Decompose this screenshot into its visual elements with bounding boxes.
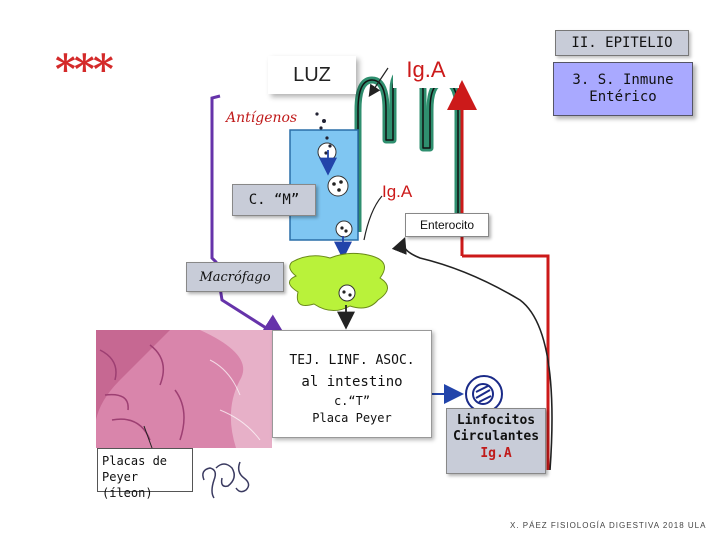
footer-credit: X. PÁEZ FISIOLOGÍA DIGESTIVA 2018 ULA: [510, 521, 707, 530]
histology-micrograph: [96, 330, 272, 449]
placas-line-2: Peyer (íleon): [102, 470, 153, 501]
linf-line-3: Ig.A: [480, 445, 512, 461]
circulating-lymphocytes-box: Linfocitos Circulantes Ig.A: [446, 408, 546, 474]
m-cell-label: C. “M”: [232, 184, 316, 216]
placas-line-1: Placas de: [102, 454, 168, 468]
linf-line-1: Linfocitos: [456, 413, 536, 428]
peyer-patch-sketch: [202, 461, 250, 499]
enterocyte-label: Enterocito: [405, 213, 489, 237]
epithelium-heading: II. EPITELIO: [555, 30, 689, 56]
galt-line-2: al intestino: [301, 374, 403, 390]
peyer-patches-caption: Placas de Peyer (íleon): [97, 448, 193, 500]
galt-line-1: TEJ. LINF. ASOC.: [289, 353, 415, 368]
galt-box: TEJ. LINF. ASOC. al intestino c.“T” Plac…: [272, 330, 432, 438]
lymphocyte-cell: [465, 375, 503, 413]
inmune-line-1: 3. S. Inmune: [572, 72, 674, 89]
iga-return-arrow: [478, 254, 550, 470]
epithelium-villi-outline: [354, 66, 462, 232]
antigens-label: Antígenos: [226, 110, 298, 126]
iga-label-top: Ig.A: [393, 52, 459, 88]
importance-stars: ***: [55, 46, 114, 93]
galt-line-4: Placa Peyer: [312, 411, 392, 425]
lymphocyte-circulation-loop: [391, 237, 553, 471]
antigen-dots: [315, 112, 332, 155]
macrophage-cell: [289, 252, 388, 311]
iga-label-mid: Ig.A: [382, 182, 413, 201]
linf-line-2: Circulantes: [452, 429, 540, 445]
macrophage-label: Macrófago: [186, 262, 284, 292]
enteric-immune-system-box: 3. S. Inmune Entérico: [553, 62, 693, 116]
lumen-label: LUZ: [268, 56, 356, 94]
iga-secretion-arrow: [363, 195, 383, 241]
antigen-pathway-arrow: [210, 94, 291, 344]
galt-line-3: c.“T”: [333, 394, 371, 408]
inmune-line-2: Entérico: [589, 89, 657, 105]
